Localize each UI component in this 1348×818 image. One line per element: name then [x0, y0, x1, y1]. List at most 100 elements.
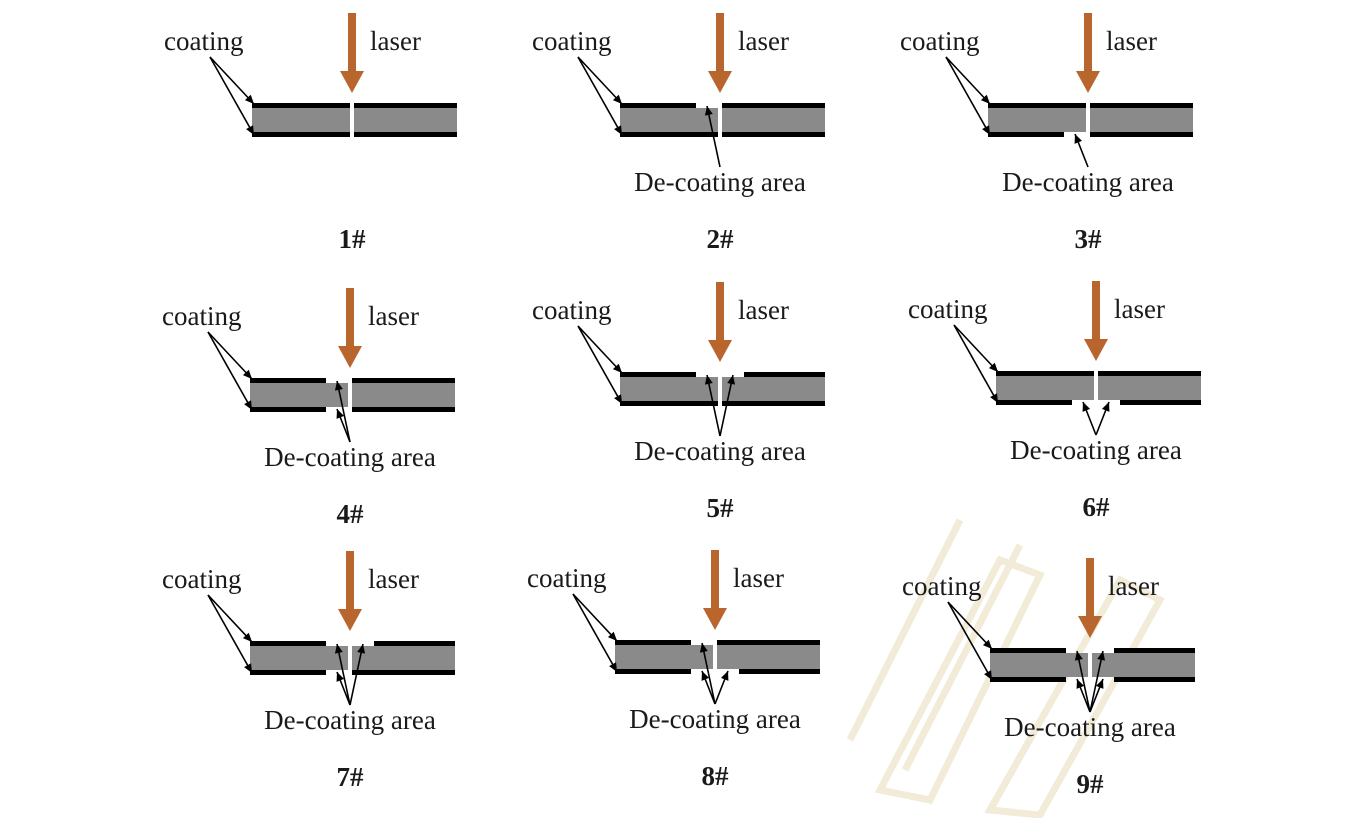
coating-leader-bottom	[572, 593, 618, 673]
substrate-right	[722, 377, 825, 401]
decoating-leader-top-right-head	[727, 375, 736, 385]
coating-label: coating	[527, 563, 606, 593]
laser-arrow-shaft	[346, 288, 354, 348]
substrate-left	[996, 376, 1094, 400]
coating-top-right	[744, 372, 825, 377]
coating-top-right	[717, 640, 820, 645]
coating-top-left	[620, 103, 696, 108]
laser-label: laser	[1114, 294, 1165, 324]
coating-top-right	[374, 641, 455, 646]
laser-arrow-shaft	[348, 13, 356, 73]
coating-leader-bottom-head	[984, 670, 992, 680]
substrate-right	[1090, 108, 1193, 132]
laser-arrow-head	[1078, 616, 1102, 638]
coating-top-left	[615, 640, 691, 645]
laser-arrow-head	[1084, 339, 1108, 361]
coating-leader-top-head	[612, 94, 622, 104]
laser-label: laser	[738, 26, 789, 56]
coating-leader-top-head	[242, 369, 252, 379]
coating-label: coating	[532, 295, 611, 325]
panel-2: De-coating area 2#	[577, 13, 825, 254]
decoating-leader-top-left	[706, 374, 721, 437]
panel-number: 2#	[707, 224, 735, 254]
laser-arrow-shaft	[1084, 13, 1092, 73]
coating-leader-bottom	[207, 331, 253, 411]
laser-arrow-shaft	[1086, 558, 1094, 618]
coating-leader-bottom-head	[609, 662, 617, 672]
panel-number: 7#	[337, 762, 365, 792]
substrate-right	[354, 108, 457, 132]
coating-leader-bottom-head	[244, 400, 252, 410]
decoating-label: De-coating area	[1002, 167, 1174, 197]
coating-label: coating	[162, 301, 241, 331]
coating-top-left	[996, 371, 1094, 376]
laser-arrow-shaft	[716, 282, 724, 342]
panel-number: 9#	[1077, 769, 1105, 799]
coating-bottom-left	[988, 132, 1064, 137]
decoating-label: De-coating area	[264, 442, 436, 472]
coating-leader-bottom	[577, 56, 623, 136]
coating-leader-top-head	[244, 94, 254, 104]
laser-arrow-shaft	[346, 551, 354, 611]
coating-label: coating	[532, 26, 611, 56]
decoating-leader-top-left	[336, 380, 351, 443]
panel-number: 4#	[337, 499, 365, 529]
coating-leader-top-head	[988, 362, 998, 372]
decoating-leader-bottom-left-head	[1074, 134, 1083, 144]
substrate-right	[1092, 653, 1195, 677]
coating-leader-bottom	[209, 56, 255, 136]
coating-bottom-left	[615, 669, 691, 674]
decoating-label: De-coating area	[264, 705, 436, 735]
coating-leader-bottom-head	[614, 125, 622, 135]
coating-bottom-left	[250, 407, 326, 412]
decoating-leader-bottom-left-head	[701, 671, 710, 681]
coating-bottom-left	[250, 670, 326, 675]
decoating-leader-top-left-head	[334, 644, 343, 654]
coating-leader-bottom	[947, 601, 993, 681]
decoating-leader-top-left-head	[699, 643, 708, 653]
coating-leader-top-head	[982, 639, 992, 649]
coating-leader-top-head	[607, 631, 617, 641]
decoating-leader-bottom-right-head	[1101, 402, 1110, 412]
coating-bottom-right	[1114, 677, 1195, 682]
decoating-leader-top-left-head	[704, 375, 713, 385]
coating-leader-top	[945, 56, 991, 105]
coating-label: coating	[902, 571, 981, 601]
substrate-left	[988, 108, 1086, 132]
substrate-left	[250, 646, 348, 670]
laser-arrow-head	[340, 71, 364, 93]
coating-leader-bottom-head	[614, 394, 622, 404]
coating-bottom-right	[722, 132, 825, 137]
coating-top-left	[250, 641, 326, 646]
coating-bottom-left	[620, 132, 718, 137]
coating-leader-top	[572, 593, 618, 642]
coating-leader-top	[577, 325, 623, 374]
decoating-label: De-coating area	[634, 167, 806, 197]
coating-top-left	[252, 103, 350, 108]
coating-leader-top	[947, 601, 993, 650]
decoating-label: De-coating area	[629, 704, 801, 734]
coating-bottom-right	[354, 132, 457, 137]
coating-leader-top	[209, 56, 255, 105]
coating-top-right	[722, 103, 825, 108]
coating-leader-bottom-head	[990, 393, 998, 403]
decoating-leader-bottom-left-head	[336, 672, 345, 682]
decoating-leader-top-right-head	[1097, 651, 1106, 661]
coating-label: coating	[900, 26, 979, 56]
panel-4: De-coating area 4#	[207, 288, 455, 529]
coating-label: coating	[164, 26, 243, 56]
substrate-left	[990, 653, 1088, 677]
coating-top-right	[1098, 371, 1201, 376]
coating-leader-top-head	[612, 363, 622, 373]
laser-arrow-shaft	[716, 13, 724, 73]
coating-leader-bottom-head	[982, 125, 990, 135]
coating-bottom-left	[990, 677, 1066, 682]
coating-bottom-right	[1120, 400, 1201, 405]
laser-arrow-head	[338, 346, 362, 368]
laser-label: laser	[368, 564, 419, 594]
